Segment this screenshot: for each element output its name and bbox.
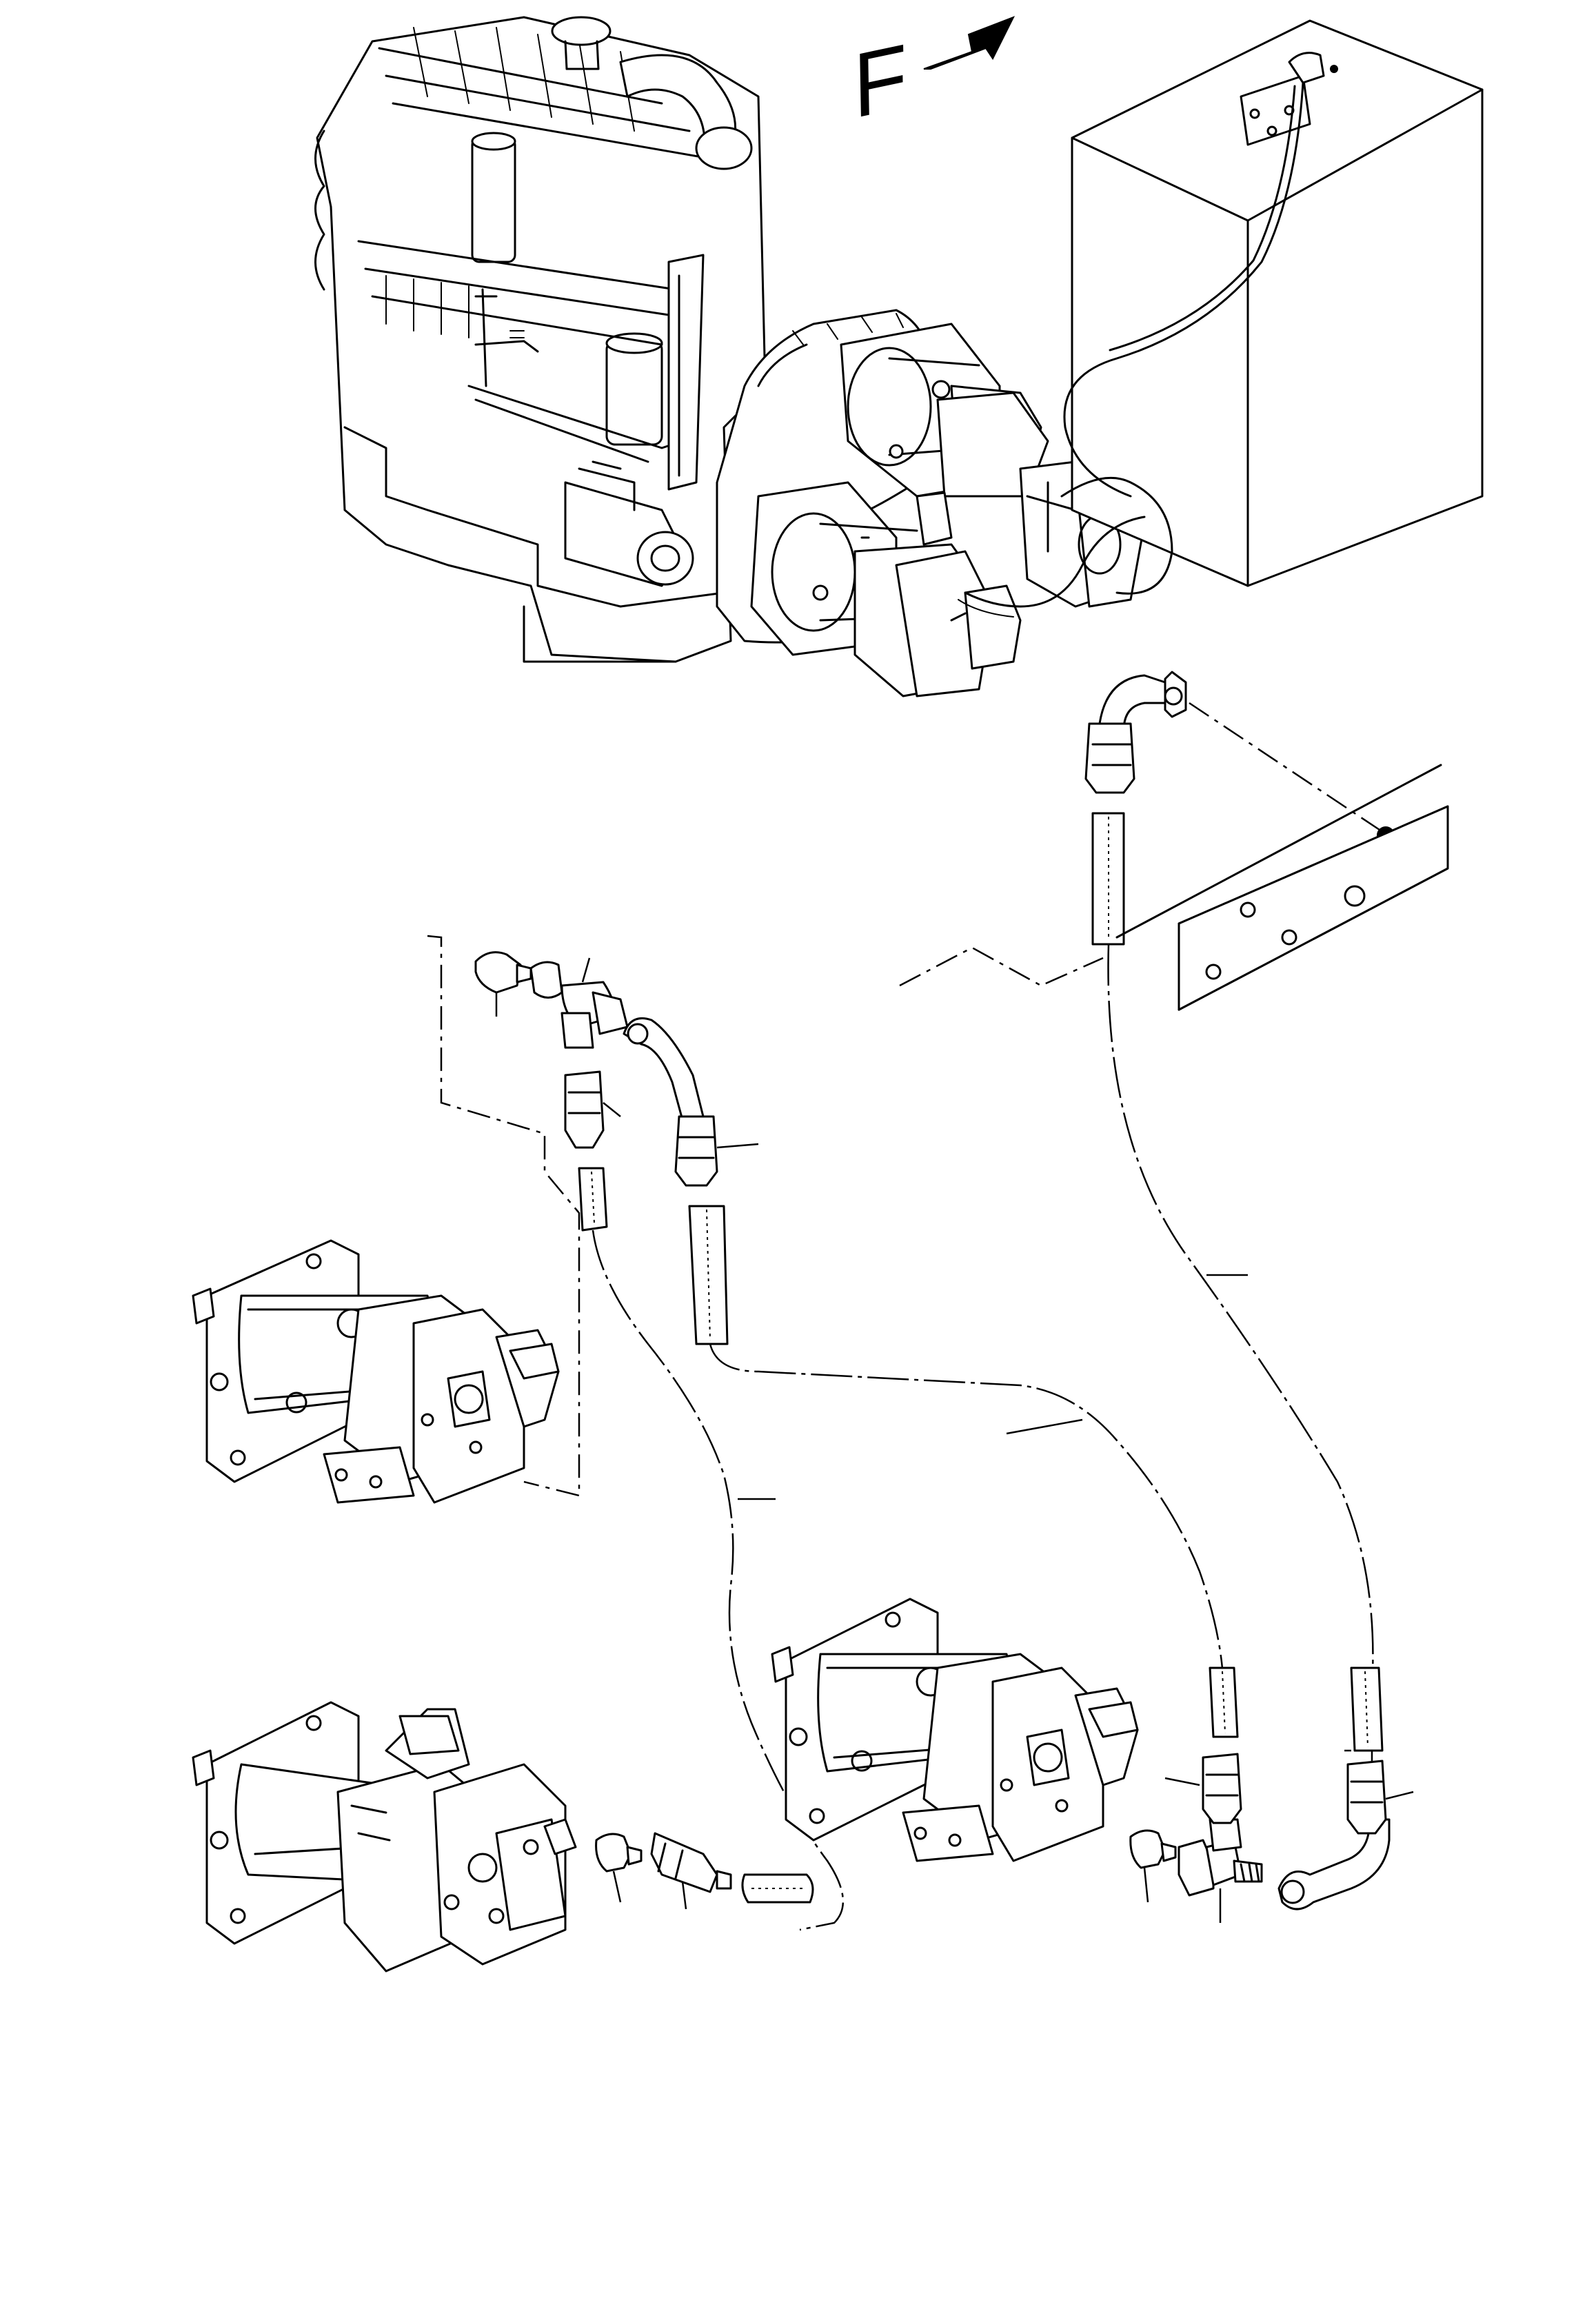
case-drain-hose-left	[592, 1230, 845, 1931]
lower-left-fitting-chain	[595, 1832, 814, 1910]
lower-right-fitting-group	[1129, 1666, 1414, 1923]
hydraulic-motor-left-lower	[192, 1701, 577, 1973]
case-drain-hose-right	[709, 1343, 1225, 1696]
hydraulic-motor-right	[771, 1598, 1139, 1862]
direction-label: F	[841, 26, 920, 136]
drain-line-upper	[964, 516, 1146, 608]
tank-return-elbow	[1084, 671, 1187, 946]
drain-line-short	[1060, 476, 1173, 595]
upper-tee-fitting-group	[427, 935, 759, 1497]
direction-indicator: F	[841, 16, 1016, 136]
tank-return-hose	[1107, 944, 1374, 1806]
engine-assembly	[314, 16, 767, 663]
hydraulic-tank	[1063, 19, 1484, 587]
hydraulic-motor-left-upper	[192, 1239, 560, 1504]
mounting-bracket	[899, 764, 1449, 1011]
forward-arrow-icon	[923, 16, 1016, 70]
